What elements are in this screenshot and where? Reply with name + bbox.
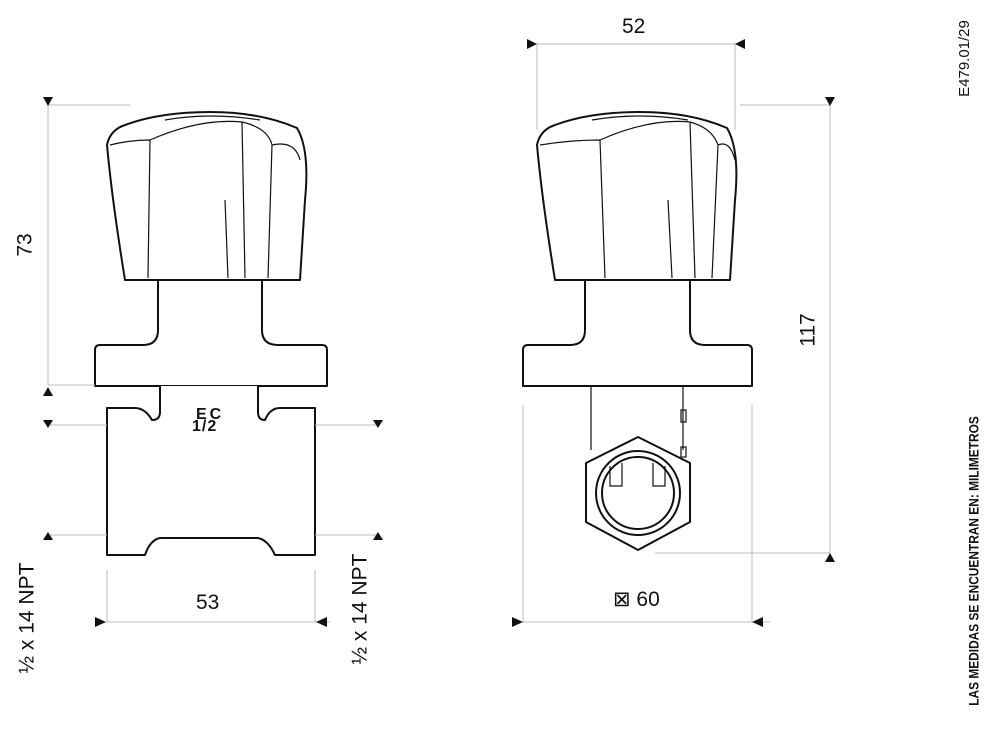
front-width-dimension: 53: [196, 591, 220, 614]
marking-size: 1/2: [192, 418, 218, 435]
side-view-valve: [522, 111, 753, 551]
front-view-valve: [94, 111, 328, 556]
side-view-dimensions: [512, 39, 835, 627]
thread-label-left: ½ x 14 NPT: [15, 562, 39, 674]
thread-label-right: ½ x 14 NPT: [348, 553, 372, 665]
marking-brand: EC: [196, 406, 225, 423]
units-note: LAS MEDIDAS SE ENCUENTRAN EN: MILIMETROS: [965, 416, 982, 706]
side-height-dimension: 117: [796, 313, 820, 347]
drawing-code: E479.01/29: [955, 20, 973, 97]
hex-dimension: ⊠ 60: [613, 588, 660, 611]
side-width-dimension: 52: [622, 15, 646, 38]
front-height-dimension: 73: [13, 233, 37, 257]
front-view-dimensions: [43, 97, 383, 627]
